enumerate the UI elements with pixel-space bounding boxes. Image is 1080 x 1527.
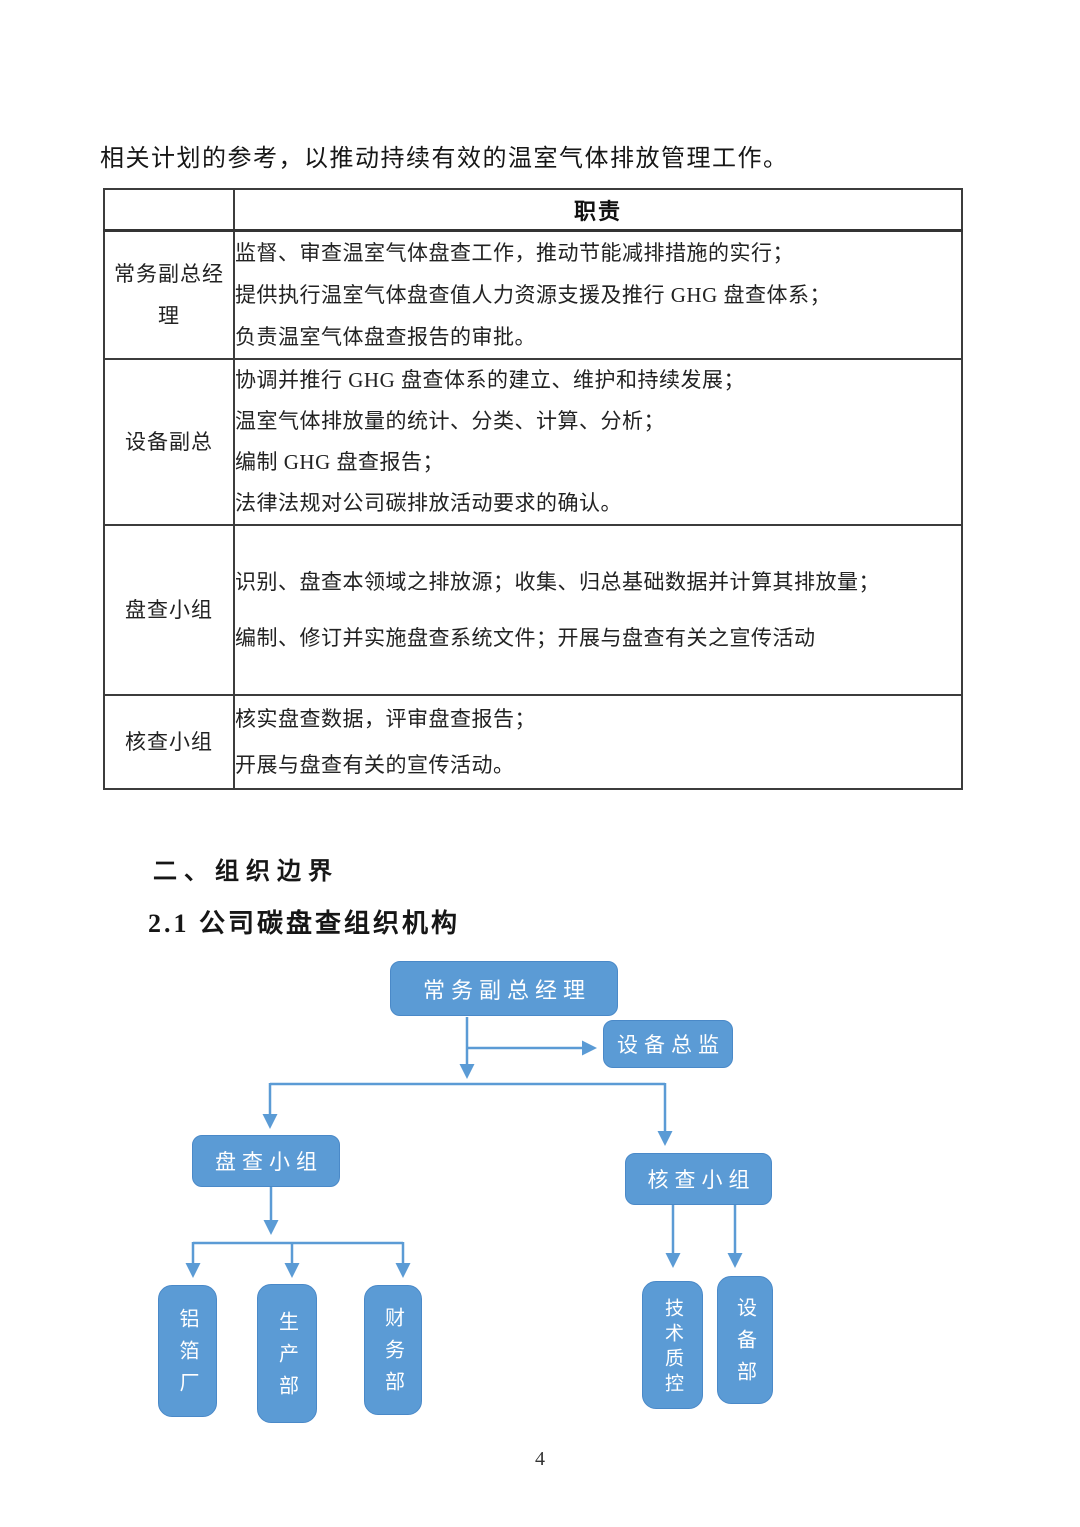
org-node-production-dept: 生产部: [257, 1284, 317, 1423]
org-node-finance-dept: 财务部: [364, 1285, 422, 1415]
page-number: 4: [535, 1448, 545, 1470]
table-header-role-cell: [103, 188, 235, 232]
org-node-inventory-team: 盘查小组: [192, 1135, 340, 1187]
table-header-row: 职责: [103, 188, 963, 232]
org-node-tech-qc: 技术质控: [642, 1281, 703, 1409]
duty-line: 负责温室气体盘查报告的审批。: [235, 325, 536, 349]
org-node-verify-team: 核查小组: [625, 1153, 772, 1205]
duty-line: 温室气体排放量的统计、分类、计算、分析；: [235, 409, 665, 433]
duty-line: 协调并推行 GHG 盘查体系的建立、维护和持续发展；: [235, 368, 745, 392]
role-cell-verify-team: 核查小组: [103, 694, 235, 790]
table-header-duties-cell: 职责: [233, 188, 963, 232]
duty-line: 识别、盘查本领域之排放源；收集、归总基础数据并计算其排放量；: [235, 570, 880, 594]
duty-line: 法律法规对公司碳排放活动要求的确认。: [235, 491, 622, 515]
duty-table: 职责 常务副总经理 监督、审查温室气体盘查工作，推动节能减排措施的实行； 提供执…: [103, 188, 963, 790]
table-row: 常务副总经理 监督、审查温室气体盘查工作，推动节能减排措施的实行； 提供执行温室…: [103, 229, 963, 360]
org-node-equipment-dept: 设备部: [717, 1276, 773, 1404]
duty-line: 核实盘查数据，评审盘查报告；: [235, 707, 536, 731]
duty-line: 监督、审查温室气体盘查工作，推动节能减排措施的实行；: [235, 241, 794, 265]
subsection-heading: 2.1 公司碳盘查组织机构: [148, 909, 461, 938]
table-row: 盘查小组 识别、盘查本领域之排放源；收集、归总基础数据并计算其排放量； 编制、修…: [103, 524, 963, 696]
intro-paragraph: 相关计划的参考，以推动持续有效的温室气体排放管理工作。: [100, 146, 789, 172]
role-cell-gm: 常务副总经理: [103, 229, 235, 360]
duty-line: 提供执行温室气体盘查值人力资源支援及推行 GHG 盘查体系；: [235, 283, 831, 307]
table-row: 核查小组 核实盘查数据，评审盘查报告； 开展与盘查有关的宣传活动。: [103, 694, 963, 790]
duty-line: 编制、修订并实施盘查系统文件；开展与盘查有关之宣传活动: [235, 626, 816, 650]
table-row: 设备副总 协调并推行 GHG 盘查体系的建立、维护和持续发展； 温室气体排放量的…: [103, 358, 963, 526]
duty-line: 编制 GHG 盘查报告；: [235, 450, 444, 474]
duty-line: 开展与盘查有关的宣传活动。: [235, 753, 515, 777]
org-node-gm: 常务副总经理: [390, 961, 618, 1016]
org-node-equip-director: 设备总监: [603, 1020, 733, 1068]
org-node-foil-plant: 铝箔厂: [158, 1285, 217, 1417]
role-cell-equip-deputy: 设备副总: [103, 358, 235, 526]
section-heading: 二、组织边界: [153, 859, 339, 885]
role-cell-inventory-team: 盘查小组: [103, 524, 235, 696]
